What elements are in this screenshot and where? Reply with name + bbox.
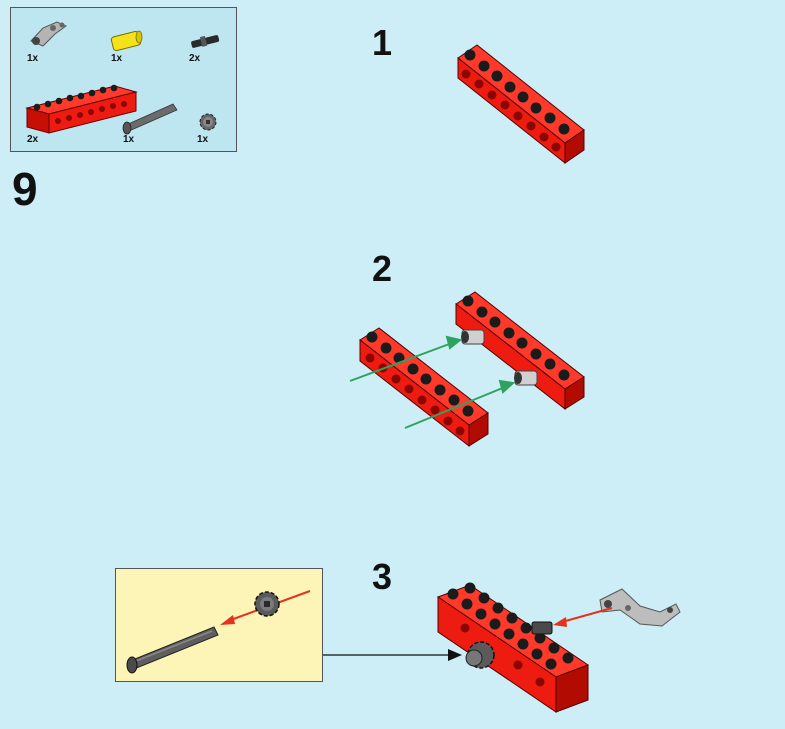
substep-number-3: 3 [372,556,393,597]
subassembly-callout [115,568,323,682]
yellow-connector-peg-icon [110,30,143,52]
gray-axle-icon [126,626,219,674]
red-technic-brick-icon [25,84,138,134]
part-qty-black-peg: 2x [189,53,201,64]
page-step-number: 9 [12,163,38,215]
part-qty-gear: 1x [197,134,209,145]
gray-gear-icon [199,113,217,131]
step3-black-axle-stub [531,621,553,635]
gray-axle-icon [122,103,178,135]
part-qty-axle: 1x [123,134,135,145]
part-qty-connector: 1x [111,53,123,64]
callout-pointer-arrow [323,649,462,661]
step3-red-insert-arrow [553,607,613,627]
step2-black-peg-1 [461,329,485,345]
callout-illustration [126,590,311,674]
part-qty-liftarm: 1x [27,53,39,64]
gray-gear-icon [254,591,280,617]
step2-back-red-brick [455,291,585,411]
liftarm-bent-gray-icon [30,21,67,47]
step2-green-arrows [349,335,516,429]
substep-number-1: 1 [372,22,393,63]
parts-list-panel: 1x 1x 2x 2x 1x 1x [10,7,237,152]
step2-front-red-brick [359,327,489,448]
substep-number-2: 2 [372,248,393,289]
parts-list-illustrations [25,21,220,135]
step3-bent-liftarm [599,588,681,627]
part-qty-brick: 2x [27,134,39,145]
step3-red-brick-assembly [436,582,590,713]
step1-red-technic-brick [457,44,585,165]
step2-black-peg-2 [514,370,538,386]
black-peg-icon [191,35,220,48]
step3-gray-gear [465,641,495,669]
